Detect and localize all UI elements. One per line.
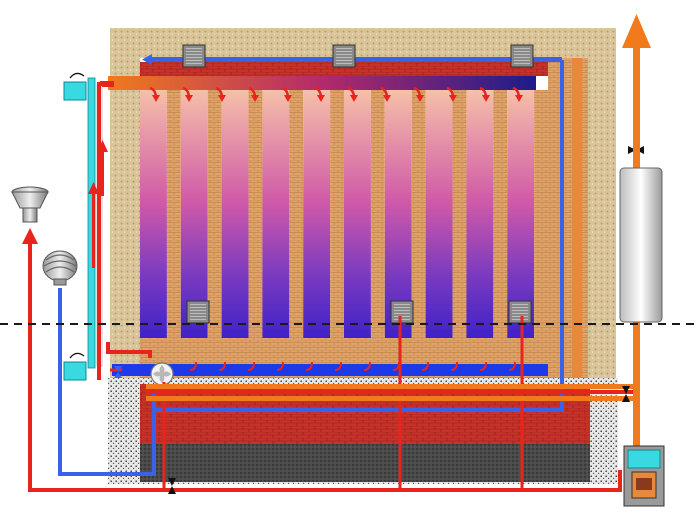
right-wall-insulation bbox=[588, 58, 616, 378]
heater-feed-red bbox=[146, 390, 640, 394]
brick-divider bbox=[493, 90, 508, 366]
flow-arrow-icon bbox=[482, 95, 490, 102]
drying-chamber bbox=[180, 90, 208, 338]
brick-divider bbox=[248, 90, 263, 366]
vent-grille-icon bbox=[182, 44, 206, 68]
brick-divider bbox=[289, 90, 304, 366]
vent-grille-icon bbox=[186, 300, 210, 324]
vent-grille-icon bbox=[508, 300, 532, 324]
vent-grilles bbox=[182, 44, 534, 324]
flow-arrow-icon bbox=[305, 361, 313, 371]
flow-arrow-icon bbox=[276, 361, 284, 371]
turbine-ventilator-icon bbox=[42, 250, 78, 286]
flow-arrow-icon bbox=[251, 95, 259, 102]
flow-arrow-icon bbox=[284, 95, 292, 102]
bottom-return-bar bbox=[112, 364, 548, 376]
left-duct-assembly bbox=[63, 72, 152, 381]
left-wall-insulation bbox=[110, 58, 140, 378]
flow-arrow-icon bbox=[479, 361, 487, 371]
top-damper-arrow-icon bbox=[69, 72, 85, 79]
flow-arrow-icon bbox=[152, 95, 160, 102]
flow-arrow-icon bbox=[218, 95, 226, 102]
chamber-group bbox=[140, 90, 548, 366]
fan-icon bbox=[150, 362, 174, 386]
flow-arrow-icon bbox=[247, 361, 255, 371]
flow-arrow-icon bbox=[416, 95, 424, 102]
flow-arrow-icon bbox=[450, 361, 458, 371]
down-flow-arrows bbox=[149, 86, 523, 102]
brick-divider bbox=[452, 90, 467, 366]
top-return-arrowhead bbox=[142, 54, 152, 65]
bottom-damper bbox=[63, 361, 87, 381]
right-wall-brick-strip bbox=[572, 58, 582, 378]
left-hot-riser bbox=[97, 82, 114, 380]
flow-arrow-icon bbox=[508, 361, 516, 371]
bottom-return-channel bbox=[110, 361, 548, 376]
bottom-flow-arrows bbox=[110, 361, 516, 372]
left-mid-red-bar-a bbox=[92, 190, 95, 268]
flow-arrow-icon bbox=[383, 95, 391, 102]
flow-arrow-icon bbox=[363, 361, 371, 371]
vent-grille-icon bbox=[332, 44, 356, 68]
flow-arrow-icon bbox=[317, 95, 325, 102]
flow-arrow-icon bbox=[421, 361, 429, 371]
cold-return-pipe-b bbox=[154, 60, 564, 412]
flow-arrow-icon bbox=[189, 361, 197, 371]
brick-divider bbox=[330, 90, 344, 366]
hot-supply-arrowhead bbox=[22, 228, 38, 244]
drying-chamber bbox=[344, 90, 371, 338]
heater-feed-orange-1 bbox=[146, 384, 640, 389]
flow-arrow-icon bbox=[449, 95, 457, 102]
drying-chamber bbox=[221, 90, 249, 338]
heater-feed-orange-2 bbox=[146, 396, 640, 401]
vent-grille-icon bbox=[390, 300, 414, 324]
valve-icon bbox=[114, 366, 122, 378]
drying-chamber bbox=[507, 90, 535, 338]
brick-divider bbox=[534, 90, 548, 366]
flow-arrow-icon bbox=[334, 361, 342, 371]
exhaust-arrowhead bbox=[622, 14, 651, 48]
drying-chamber bbox=[466, 90, 494, 338]
heat-exchanger-cylinder-icon bbox=[619, 167, 663, 323]
inner-ceiling-brick bbox=[140, 62, 548, 76]
foundation-core bbox=[140, 444, 590, 482]
brick-divider bbox=[166, 90, 181, 366]
brick-divider bbox=[207, 90, 222, 366]
drying-chamber bbox=[140, 90, 167, 338]
left-up-arrow-icon-b bbox=[97, 140, 108, 152]
bottom-red-link bbox=[106, 342, 152, 358]
flow-arrow-icon bbox=[185, 95, 193, 102]
bottom-damper-arrow-icon bbox=[69, 352, 85, 359]
top-duct-body bbox=[108, 76, 536, 90]
drying-chamber bbox=[425, 90, 453, 338]
hot-supply-pipe bbox=[28, 240, 622, 492]
flow-arrow-icon bbox=[218, 361, 226, 371]
flow-arrow-icon bbox=[350, 95, 358, 102]
cold-return-pipe bbox=[58, 288, 156, 476]
vent-grille-icon bbox=[510, 44, 534, 68]
top-damper bbox=[63, 81, 87, 101]
brick-divider bbox=[411, 90, 426, 366]
drying-chamber bbox=[262, 90, 290, 338]
drying-chamber bbox=[384, 90, 412, 338]
top-return-channel bbox=[142, 54, 562, 65]
valve-icon bbox=[168, 478, 176, 494]
top-return-bar bbox=[150, 57, 562, 62]
heater-box-icon bbox=[623, 445, 665, 507]
exhaust-stack bbox=[619, 14, 663, 454]
left-up-arrow-icon-a bbox=[88, 182, 99, 194]
valve-icon bbox=[622, 386, 630, 402]
deflector-cap-icon bbox=[11, 186, 49, 223]
left-mid-red-bar-b bbox=[101, 148, 104, 196]
exterior-piping bbox=[22, 60, 640, 492]
brick-divider bbox=[370, 90, 385, 366]
drying-chamber bbox=[303, 90, 331, 338]
flow-arrow-icon bbox=[515, 95, 523, 102]
